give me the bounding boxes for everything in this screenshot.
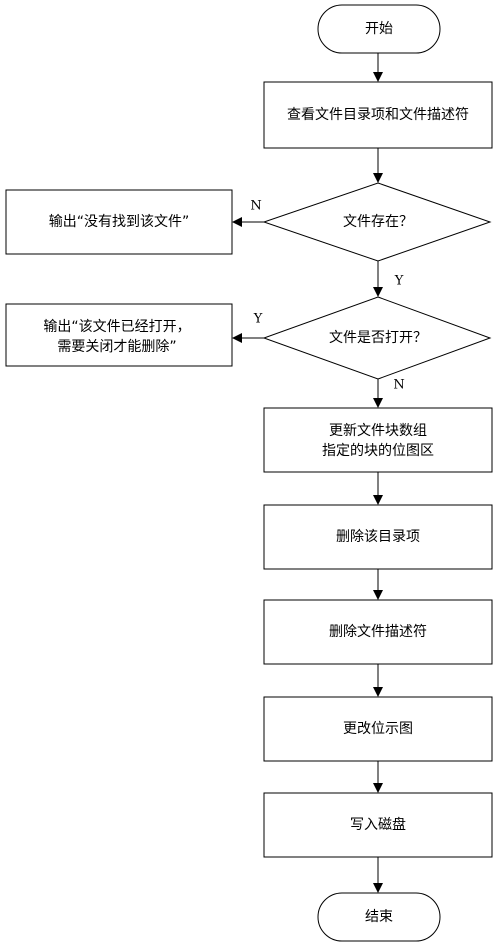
branch-label-y-exists: Y — [394, 274, 404, 289]
write-disk-label: 写入磁盘 — [350, 816, 406, 833]
update-process — [263, 407, 493, 473]
opened-message-line1: 输出“该文件已经打开， — [43, 318, 190, 335]
change-bitmap-process — [263, 696, 493, 762]
write-disk-process — [263, 792, 493, 858]
change-bitmap-label: 更改位示图 — [343, 721, 413, 737]
update-line1: 更新文件块数组 — [329, 423, 427, 439]
end-terminator — [317, 892, 441, 942]
check-label: 查看文件目录项和文件描述符 — [287, 107, 469, 123]
is-open-label: 文件是否打开？ — [329, 329, 427, 346]
branch-label-n-exists: N — [250, 199, 261, 214]
branch-label-y-open: Y — [253, 312, 263, 327]
check-process — [263, 81, 493, 149]
delete-dir-label: 删除该目录项 — [336, 529, 420, 545]
delete-desc-label: 删除文件描述符 — [329, 624, 427, 640]
exists-label: 文件存在？ — [343, 214, 413, 230]
start-label: 开始 — [365, 21, 393, 37]
opened-message-line2: 需要关闭才能删除” — [57, 339, 176, 355]
opened-message-box — [5, 303, 233, 367]
end-label: 结束 — [365, 909, 393, 925]
not-found-box — [5, 189, 233, 255]
delete-dir-process — [263, 504, 493, 570]
delete-desc-process — [263, 599, 493, 665]
update-line2: 指定的块的位图区 — [322, 443, 434, 459]
branch-label-n-open: N — [393, 378, 404, 393]
start-terminator — [317, 4, 441, 54]
not-found-label: 输出“没有找到该文件” — [49, 214, 190, 230]
